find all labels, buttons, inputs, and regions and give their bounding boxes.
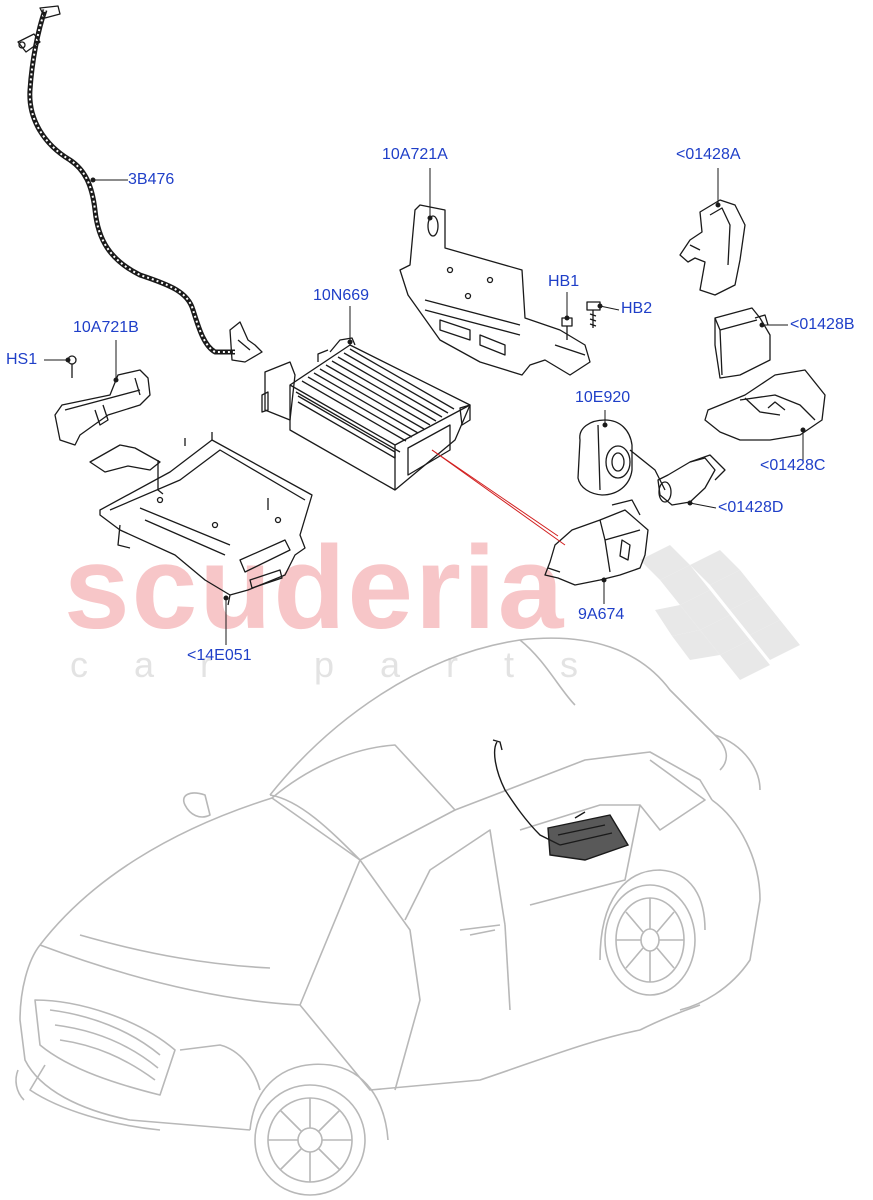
callout-HS1[interactable]: HS1: [6, 351, 38, 368]
housing-9A674-part: [544, 499, 649, 586]
callout-01428A[interactable]: <01428A: [676, 146, 741, 163]
duct-01428B-part: [714, 307, 771, 379]
callout-01428C[interactable]: <01428C: [760, 457, 826, 474]
tray-14E051-part: [89, 432, 313, 606]
duct-01428C-part: [704, 369, 826, 441]
callout-HB2[interactable]: HB2: [621, 300, 653, 317]
callout-10A721B[interactable]: 10A721B: [73, 319, 139, 336]
vehicle-locator-parts: [492, 739, 630, 861]
parts-lineart: [17, 5, 826, 606]
callout-3B476[interactable]: 3B476: [128, 171, 175, 188]
bracket-10A721A-part: [399, 204, 591, 376]
callout-10N669[interactable]: 10N669: [313, 287, 370, 304]
module-10N669-part: [261, 337, 471, 491]
callout-leaders: [44, 168, 806, 645]
watermark-subtitle: car parts: [70, 644, 625, 685]
duct-01428D-part: [657, 454, 726, 506]
callout-10E920[interactable]: 10E920: [575, 389, 631, 406]
watermark-logo: scuderia: [64, 522, 566, 654]
battery-cable-part: [17, 5, 263, 363]
callout-14E051[interactable]: <14E051: [187, 647, 252, 664]
callout-01428B[interactable]: <01428B: [790, 316, 855, 333]
red-leaders: [431, 449, 566, 546]
callout-HB1[interactable]: HB1: [548, 273, 580, 290]
callout-9A674[interactable]: 9A674: [578, 606, 625, 623]
vehicle-outline: [15, 637, 761, 1196]
callout-01428D[interactable]: <01428D: [718, 499, 784, 516]
bracket-10A721B-part: [54, 369, 151, 446]
bolt-hb2-part: [586, 301, 601, 328]
fan-10E920-part: [577, 419, 666, 496]
checkered-flag-watermark: [640, 545, 800, 680]
callout-10A721A[interactable]: 10A721A: [382, 146, 448, 163]
duct-01428A-part: [679, 199, 746, 296]
